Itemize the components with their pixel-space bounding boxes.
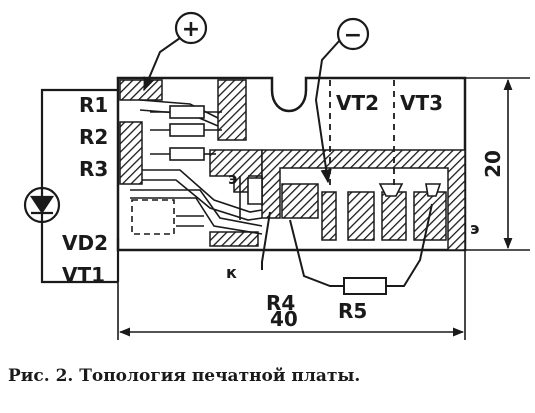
- figure-caption: Рис. 2. Топология печатной платы.: [8, 366, 361, 386]
- resistor-r5-body: [343, 277, 387, 295]
- board-outline: [116, 76, 467, 252]
- vd2-vt1-footprint: [131, 199, 204, 235]
- label-r4: R4: [266, 291, 295, 315]
- label-vt1: VT1: [62, 263, 105, 287]
- plus-terminal: +: [174, 11, 208, 45]
- pin-collector: к: [226, 263, 237, 282]
- r4-r5-wiring: [261, 203, 433, 287]
- plus-terminal-label: +: [182, 17, 200, 42]
- pin-emitter-left: э: [228, 169, 237, 188]
- resistor-r3-body: [169, 147, 205, 161]
- label-r2: R2: [79, 125, 108, 149]
- label-vt3: VT3: [400, 91, 443, 115]
- label-r3: R3: [79, 157, 108, 181]
- minus-terminal: −: [336, 17, 370, 51]
- resistor-leads: [150, 111, 222, 155]
- dimension-height-label: 20: [481, 150, 505, 178]
- resistor-r1-body: [169, 105, 205, 119]
- dimension-width: [117, 250, 466, 340]
- pin-emitter-right: э: [470, 219, 479, 238]
- resistor-r2-body: [169, 123, 205, 137]
- vt2-vt3-footprints: [247, 177, 442, 205]
- diode-symbol: [23, 186, 61, 224]
- terminal-leads: [143, 37, 341, 184]
- label-vd2: VD2: [62, 231, 108, 255]
- minus-terminal-label: −: [344, 23, 362, 48]
- label-vt2: VT2: [336, 91, 379, 115]
- dimension-width-label: 40: [270, 307, 298, 331]
- label-r5: R5: [338, 299, 367, 323]
- dimension-height: [465, 77, 530, 251]
- label-r1: R1: [79, 93, 108, 117]
